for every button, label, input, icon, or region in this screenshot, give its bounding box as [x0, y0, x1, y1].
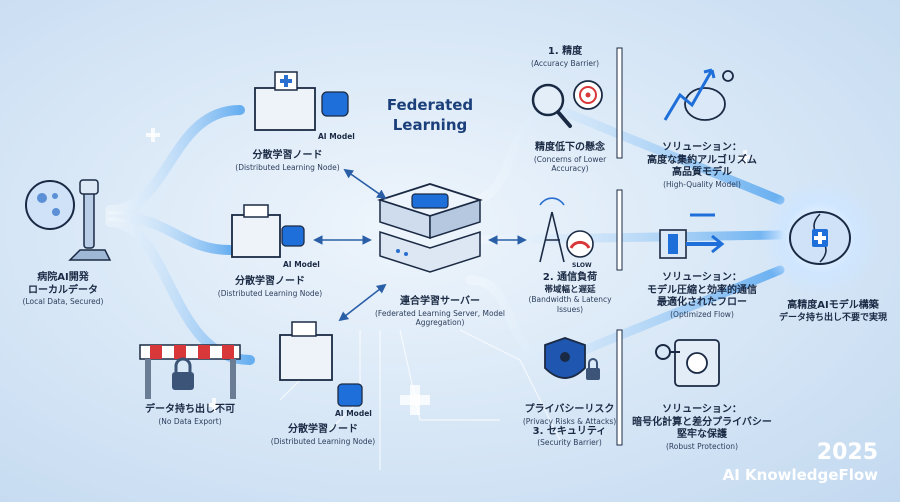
- barrier-2-desc: 2. 通信負荷 帯域幅と遅延 (Bandwidth & Latency Issu…: [520, 272, 620, 314]
- signal-tower-icon: [539, 197, 594, 263]
- no-export-label: データ持ち出し不可 (No Data Export): [120, 404, 260, 426]
- microscope-icon: [25, 179, 112, 261]
- barrier-1-desc: 精度低下の懸念 (Concerns of Lower Accuracy): [515, 142, 625, 173]
- barrier-1-heading: 1. 精度 (Accuracy Barrier): [515, 46, 615, 68]
- title-line1: Federated: [386, 96, 474, 114]
- result-label: 高精度AIモデル構築 データ持ち出し不要で実現: [770, 300, 896, 324]
- barrier-1-title: 1. 精度: [547, 46, 583, 57]
- barrier-3-title: 3. セキュリティ: [532, 425, 607, 437]
- aggregation-server-icon: [377, 183, 483, 273]
- solution-2: ソリューション： モデル圧縮と効率的通信 最適化されたフロー (Optimize…: [628, 272, 776, 319]
- server-jp: 連合学習サーバー: [400, 296, 480, 307]
- compression-flow-icon: [659, 213, 725, 259]
- node-3-label: 分散学習ノード (Distributed Learning Node): [248, 424, 398, 446]
- node-1-jp: 分散学習ノード: [252, 150, 323, 161]
- diagram-title: Federated Learning: [370, 96, 490, 135]
- magnifier-target-icon: [531, 80, 603, 128]
- solution-2-jp2: モデル圧縮と効率的通信: [647, 284, 757, 296]
- solution-2-jp3: 最適化されたフロー: [657, 297, 747, 308]
- title-line2: Learning: [392, 115, 468, 134]
- solution-1: ソリューション： 高度な集約アルゴリズム 高品質モデル (High-Qualit…: [628, 142, 776, 189]
- solution-1-jp1: ソリューション：: [662, 142, 742, 153]
- solution-3-jp1: ソリューション：: [662, 404, 742, 415]
- node-1-tag: AI Model: [318, 132, 355, 141]
- node-2-en: (Distributed Learning Node): [217, 288, 323, 298]
- sync-arrows: [313, 168, 527, 322]
- barrier-3-en: (Privacy Risks & Attacks): [522, 416, 617, 426]
- local-data-jp2: ローカルデータ: [28, 284, 98, 296]
- solution-1-jp3: 高品質モデル: [672, 167, 732, 178]
- no-export-jp: データ持ち出し不可: [145, 404, 235, 415]
- node-2-jp: 分散学習ノード: [235, 276, 305, 287]
- node-3-en: (Distributed Learning Node): [270, 436, 376, 446]
- barrier-3-desc: プライバシーリスク (Privacy Risks & Attacks) 3. セ…: [512, 404, 627, 448]
- brain-chart-icon: [663, 68, 734, 121]
- barrier-3-jp: プライバシーリスク: [524, 404, 615, 415]
- result-jp1: 高精度AIモデル構築: [787, 300, 879, 311]
- barrier-3-sub: (Security Barrier): [537, 438, 602, 448]
- node-3-tag: AI Model: [335, 409, 372, 418]
- server-label: 連合学習サーバー (Federated Learning Server, Mod…: [365, 296, 515, 327]
- hospital-node-icon-2: [231, 204, 305, 258]
- solution-3-jp3: 堅牢な保護: [677, 429, 727, 440]
- local-data-en: (Local Data, Secured): [22, 297, 104, 306]
- solution-3-en: (Robust Protection): [665, 441, 738, 451]
- local-data-jp1: 病院AI開発: [37, 272, 89, 283]
- barrier-gate-icon: [139, 344, 241, 399]
- barrier-2-sub: 帯域幅と遅延: [544, 284, 596, 295]
- solution-2-jp1: ソリューション：: [662, 272, 742, 283]
- result-jp2: データ持ち出し不要で実現: [778, 312, 887, 323]
- barrier-2-title: 2. 通信負荷: [542, 272, 598, 283]
- brand-year: 2025: [816, 440, 878, 465]
- hospital-node-icon-1: [254, 71, 349, 131]
- barrier-walls: [616, 47, 623, 446]
- solution-2-en: (Optimized Flow): [670, 309, 734, 319]
- brand-name: AI KnowledgeFlow: [722, 466, 878, 484]
- node-2-label: 分散学習ノード (Distributed Learning Node): [195, 276, 345, 298]
- hospital-node-icon-3: [279, 321, 363, 407]
- node-1-label: 分散学習ノード (Distributed Learning Node): [225, 150, 350, 172]
- no-export-en: (No Data Export): [158, 416, 222, 426]
- local-data-label: 病院AI開発 ローカルデータ (Local Data, Secured): [8, 272, 118, 306]
- solution-1-jp2: 高度な集約アルゴリズム: [647, 154, 757, 166]
- node-2-tag: AI Model: [283, 260, 320, 269]
- barrier-1-en: (Concerns of Lower Accuracy): [533, 154, 607, 173]
- solution-3: ソリューション： 暗号化計算と差分プライバシー 堅牢な保護 (Robust Pr…: [622, 404, 782, 451]
- node-1-en: (Distributed Learning Node): [235, 162, 340, 172]
- barrier-1-jp: 精度低下の懸念: [535, 142, 605, 153]
- security-shield-icon: [544, 337, 600, 380]
- slow-badge: SLOW: [572, 262, 592, 269]
- result-brain-icon: [760, 178, 880, 298]
- barrier-2-en: (Bandwidth & Latency Issues): [528, 295, 612, 314]
- server-en: (Federated Learning Server, Model Aggreg…: [374, 308, 506, 327]
- solution-1-en: (High-Quality Model): [663, 179, 741, 189]
- vault-key-icon: [655, 339, 720, 387]
- sparkle-crosses: [146, 128, 752, 415]
- solution-3-jp2: 暗号化計算と差分プライバシー: [632, 416, 772, 428]
- barrier-1-sub: (Accuracy Barrier): [530, 58, 600, 68]
- node-3-jp: 分散学習ノード: [288, 424, 358, 435]
